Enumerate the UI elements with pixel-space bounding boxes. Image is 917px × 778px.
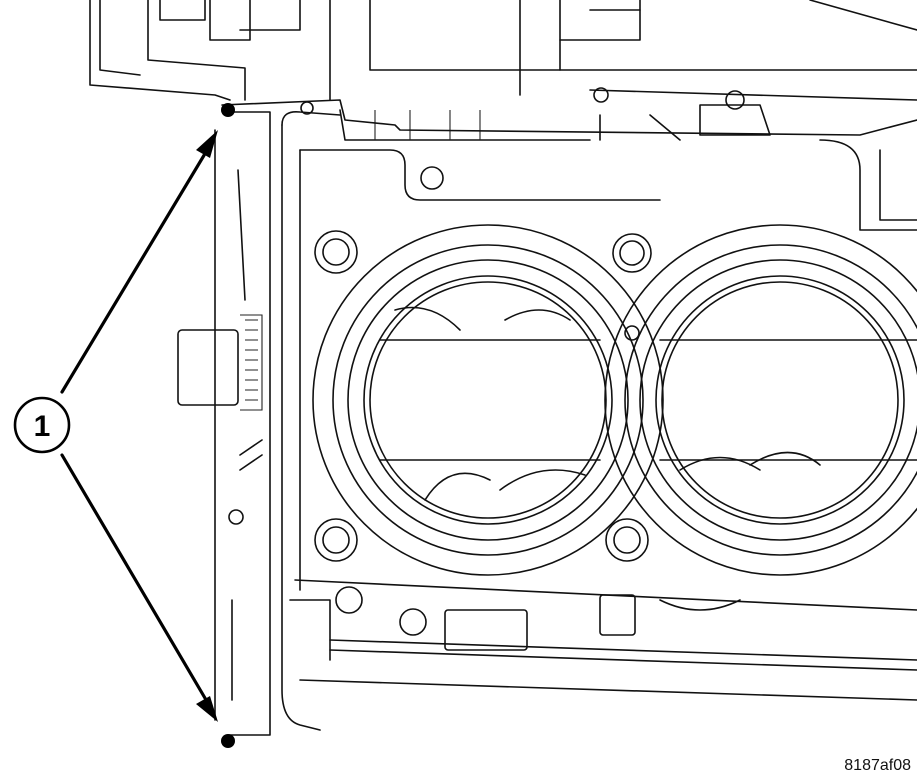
sealant-point-bottom bbox=[221, 734, 235, 748]
callout-label: 1 bbox=[34, 410, 51, 443]
cylinder-bore-1 bbox=[312, 224, 664, 576]
sealant-points bbox=[221, 103, 235, 748]
callout-1: 1 bbox=[13, 396, 71, 454]
callout-leaders bbox=[60, 130, 218, 722]
arrowhead-top bbox=[196, 130, 218, 158]
bolt-holes bbox=[289, 230, 741, 661]
arrowhead-bottom bbox=[196, 696, 218, 722]
sealant-point-top bbox=[221, 103, 235, 117]
cylinder-bore-2 bbox=[604, 224, 917, 576]
upper-structure bbox=[89, 0, 917, 141]
figure-id: 8187af08 bbox=[844, 757, 911, 774]
front-cover-area bbox=[177, 129, 263, 721]
cylinder-block-deck bbox=[221, 99, 917, 736]
